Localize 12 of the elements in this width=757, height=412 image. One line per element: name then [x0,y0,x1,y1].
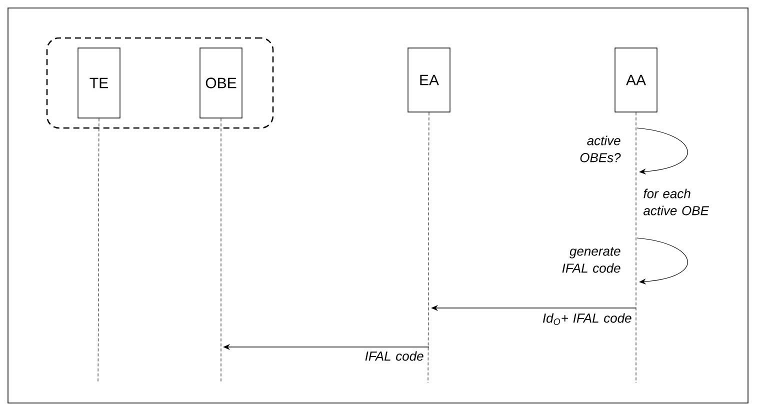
group-frame [46,37,274,129]
lifeline-box: AA [614,48,658,112]
note: for each active OBE [644,188,710,216]
arrow [636,128,688,175]
edge-label: generate IFAL code [562,247,620,273]
edge-label: Id$_{O}$+ IFAL code [542,313,632,325]
edge-label: active OBEs? [580,136,621,162]
arrow [636,238,688,285]
edge-label: IFAL code [365,351,424,361]
lifeline-box: EA [408,48,450,112]
lifeline-box: TE [78,48,120,118]
lifeline-box: OBE [200,48,242,118]
